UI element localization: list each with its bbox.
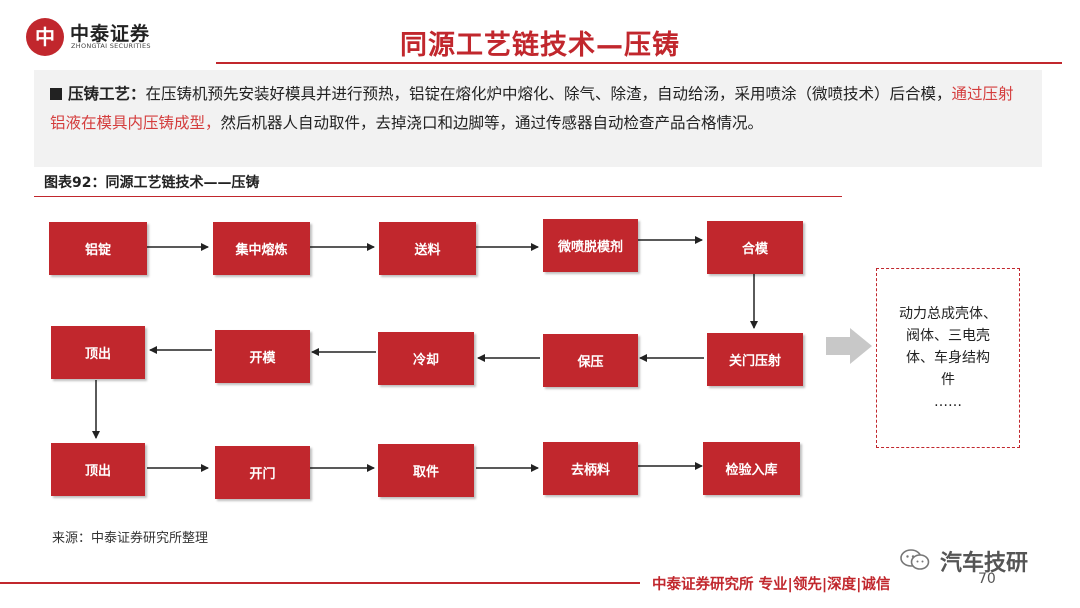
step-feeding: 送料 — [379, 222, 476, 275]
outcome-line: 件 — [941, 372, 955, 388]
company-logo: 中 中泰证券 ZHONGTAI SECURITIES — [26, 18, 186, 58]
page-number: 70 — [978, 571, 996, 587]
step-mold-opening: 开模 — [215, 330, 310, 383]
outcome-line: 体、车身结构 — [906, 350, 990, 366]
wechat-icon — [900, 549, 930, 570]
bullet-square-icon — [50, 88, 62, 100]
step-aluminum-ingot: 铝锭 — [49, 222, 147, 275]
process-description: 压铸工艺：在压铸机预先安装好模具并进行预热，铝锭在熔化炉中熔化、除气、除渣，自动… — [34, 70, 1042, 167]
step-ejection-1: 顶出 — [51, 326, 145, 379]
logo-name-cn: 中泰证券 — [70, 23, 151, 45]
description-highlight: 通过压射铝液在模具内压铸成型， — [50, 85, 1014, 132]
wechat-account-name: 汽车技研 — [940, 551, 1029, 576]
description-text-2: 然后机器人自动取件，去掉浇口和边脚等，通过传感器自动检查产品合格情况。 — [220, 114, 764, 132]
step-part-removal: 取件 — [378, 444, 474, 497]
product-outcome-box: 动力总成壳体、 阀体、三电壳 体、车身结构 件 …… — [876, 268, 1020, 448]
step-inspection-storage: 检验入库 — [703, 442, 800, 495]
step-remove-biscuit: 去柄料 — [543, 442, 638, 495]
outcome-line: …… — [934, 394, 962, 410]
step-pressure-holding: 保压 — [543, 334, 638, 387]
step-close-door-injection: 关门压射 — [707, 333, 803, 386]
caption-divider — [34, 196, 842, 197]
description-lead: 压铸工艺： — [68, 85, 146, 103]
step-ejection-2: 顶出 — [51, 443, 145, 496]
wechat-watermark: 汽车技研 — [900, 545, 1060, 577]
step-door-opening: 开门 — [215, 446, 310, 499]
page-title: 同源工艺链技术—压铸 — [400, 30, 680, 61]
logo-mark: 中 — [26, 18, 64, 56]
step-cooling: 冷却 — [378, 332, 474, 385]
outcome-line: 动力总成壳体、 — [899, 306, 997, 322]
source-note: 来源：中泰证券研究所整理 — [52, 531, 209, 546]
title-divider — [216, 62, 1062, 64]
step-central-melting: 集中熔炼 — [213, 222, 310, 275]
description-text-1: 在压铸机预先安装好模具并进行预热，铝锭在熔化炉中熔化、除气、除渣，自动给汤，采用… — [145, 85, 952, 103]
outcome-line: 阀体、三电壳 — [906, 328, 990, 344]
footer-slogan: 中泰证券研究所 专业|领先|深度|诚信 — [652, 577, 891, 593]
outcome-arrow — [826, 328, 872, 364]
figure-caption: 图表92：同源工艺链技术——压铸 — [44, 175, 260, 191]
step-release-agent-spray: 微喷脱模剂 — [543, 219, 638, 272]
step-mold-closing: 合模 — [707, 221, 803, 274]
footer-divider — [0, 582, 640, 584]
logo-name-en: ZHONGTAI SECURITIES — [71, 42, 151, 50]
